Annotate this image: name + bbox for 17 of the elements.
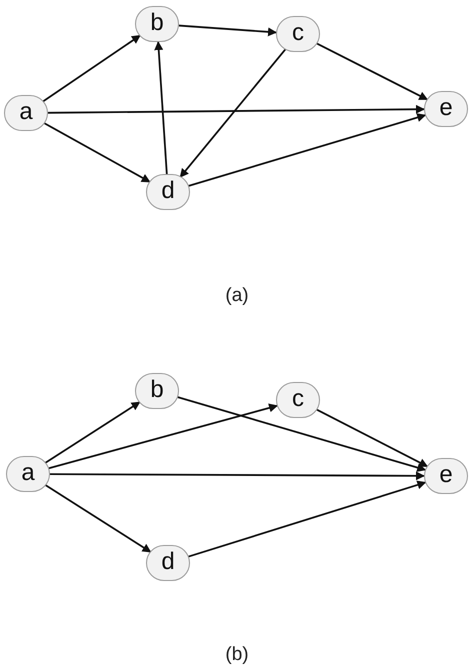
arrow <box>316 408 428 468</box>
arrow <box>48 404 278 470</box>
arrow <box>188 480 426 558</box>
arrow <box>44 401 140 464</box>
arrow <box>154 41 168 174</box>
arrow <box>316 42 428 100</box>
arrow <box>44 484 152 553</box>
arrow <box>188 113 426 187</box>
arrow <box>42 34 141 102</box>
arrow <box>178 24 277 36</box>
subfigure-label: (a) <box>225 284 249 308</box>
subfigure-label: (b) <box>225 642 249 667</box>
arrow <box>44 122 151 183</box>
arrow <box>180 48 286 178</box>
arrow <box>50 471 425 480</box>
arrow <box>48 104 425 114</box>
arrow <box>177 396 426 472</box>
